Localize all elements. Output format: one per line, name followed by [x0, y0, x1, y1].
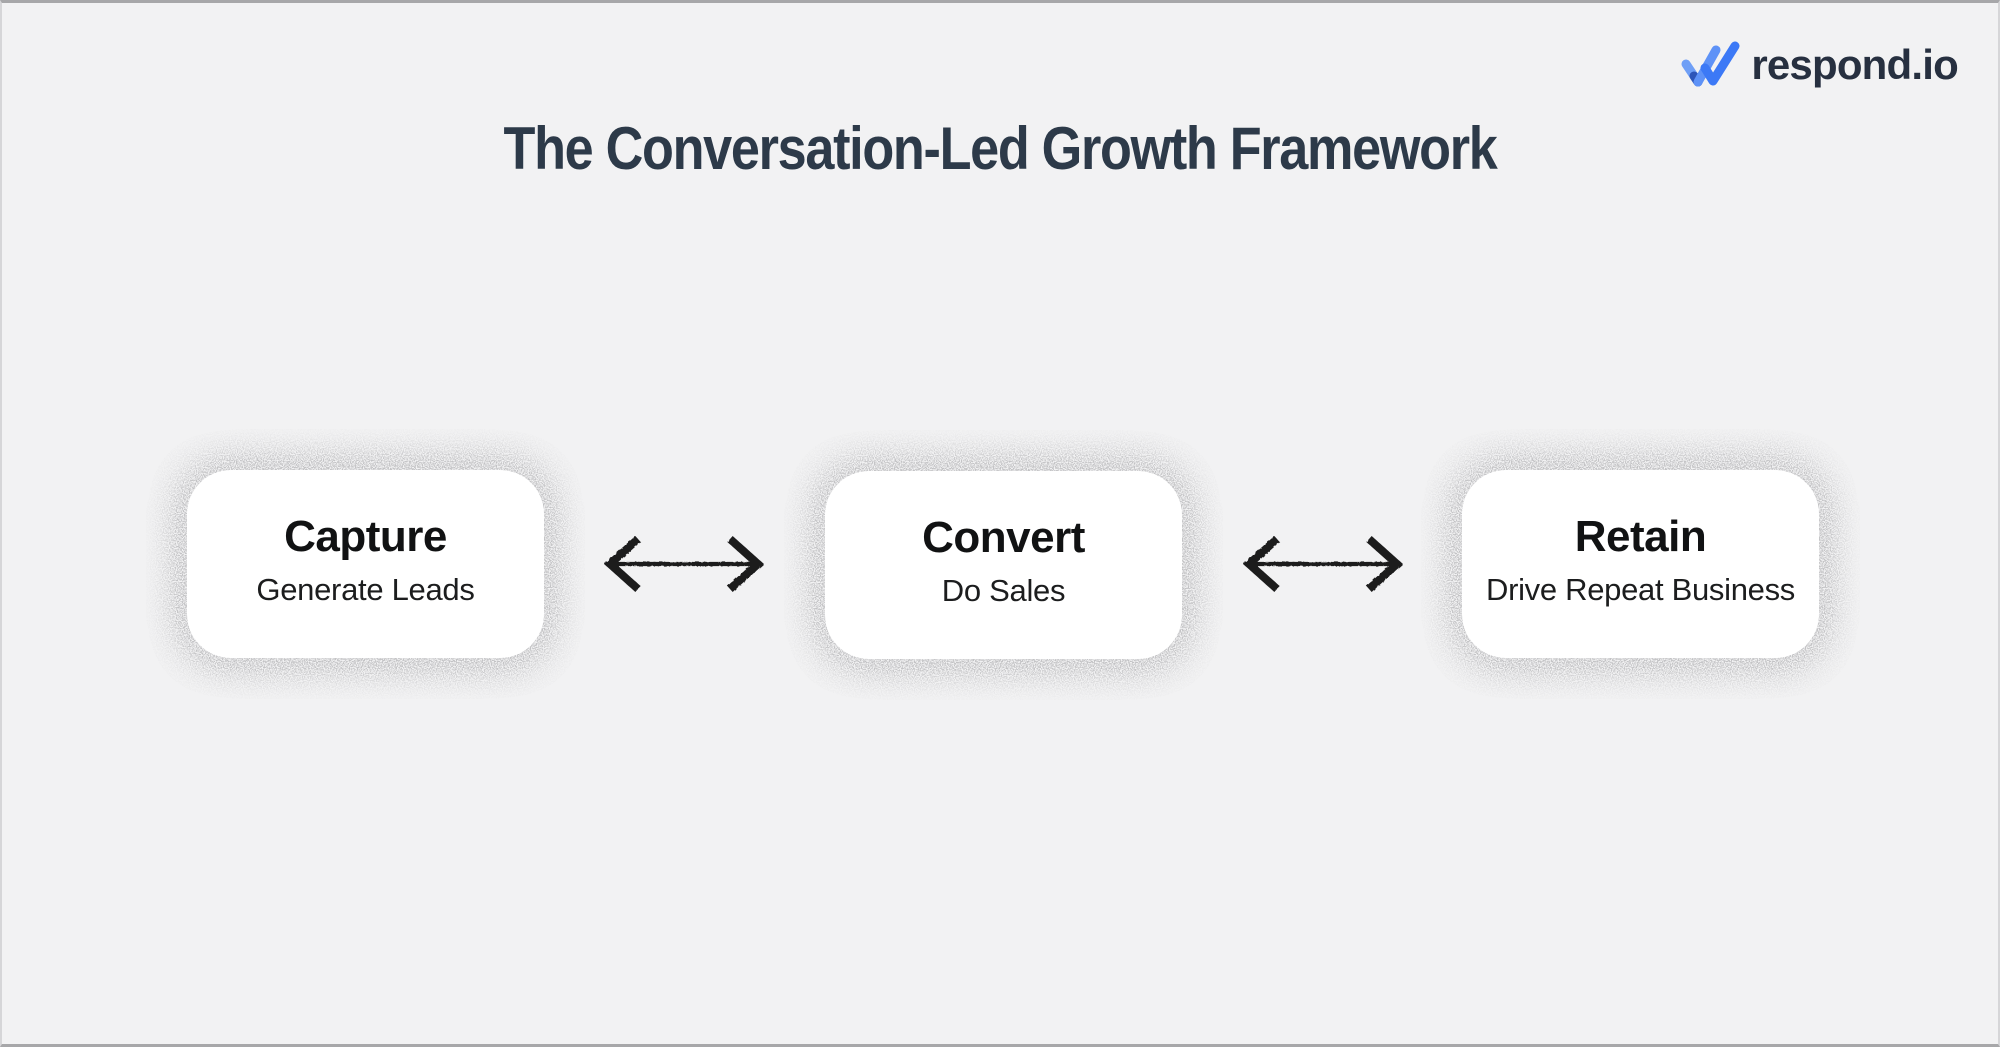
double-headed-arrow-icon [1243, 536, 1403, 592]
stage-title: Convert [922, 512, 1085, 562]
page-title: The Conversation-Led Growth Framework [503, 115, 1498, 182]
stage-subtitle: Generate Leads [256, 572, 475, 608]
double-headed-arrow-icon [604, 536, 764, 592]
stage-card-capture: Capture Generate Leads [187, 470, 544, 658]
stage-title: Capture [284, 511, 447, 561]
brand-wordmark: respond.io [1751, 41, 1958, 88]
stage-subtitle: Drive Repeat Business [1485, 572, 1795, 608]
stage-card-convert: Convert Do Sales [825, 471, 1182, 659]
stage-card-retain: Retain Drive Repeat Business [1462, 470, 1819, 658]
stage-title: Retain [1574, 511, 1707, 561]
double-check-icon [1681, 41, 1740, 87]
stage-subtitle: Do Sales [941, 573, 1066, 609]
respondio-logo: respond.io [1679, 39, 1959, 91]
